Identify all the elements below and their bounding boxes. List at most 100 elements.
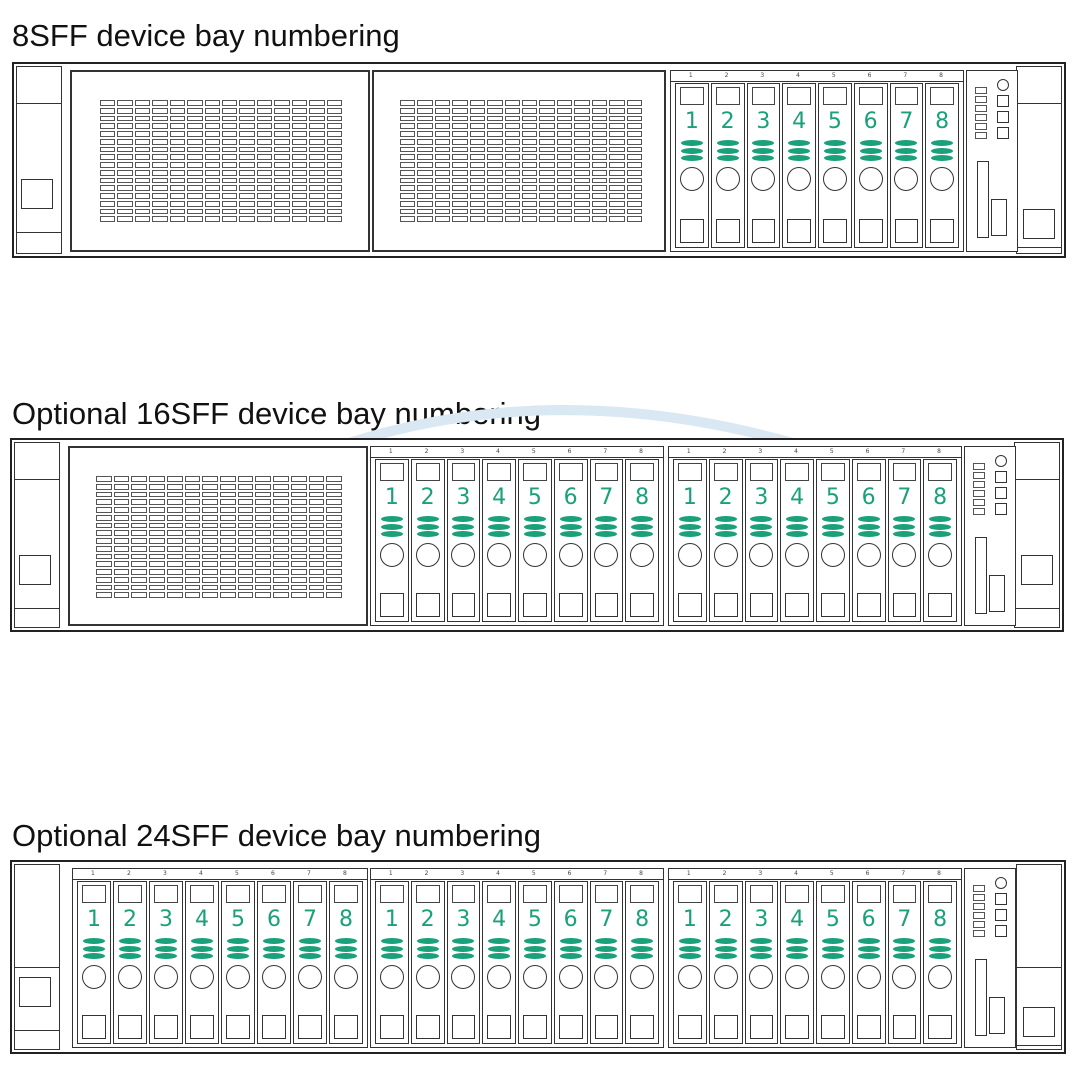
drive-bay-6[interactable]: 6: [553, 459, 588, 622]
release-button-icon[interactable]: [190, 965, 214, 989]
release-button-icon[interactable]: [785, 543, 810, 567]
drive-latch[interactable]: [118, 1015, 142, 1039]
release-button-icon[interactable]: [749, 543, 774, 567]
drive-latch[interactable]: [523, 1015, 547, 1039]
release-button-icon[interactable]: [594, 543, 619, 567]
drive-bay-7[interactable]: 7: [589, 881, 624, 1044]
drive-bay-6[interactable]: 6: [851, 459, 886, 622]
drive-latch[interactable]: [630, 1015, 654, 1039]
drive-latch[interactable]: [821, 593, 845, 617]
drive-latch[interactable]: [678, 1015, 702, 1039]
drive-bay-8[interactable]: 8: [329, 881, 363, 1044]
release-button-icon[interactable]: [892, 543, 917, 567]
drive-latch[interactable]: [821, 1015, 845, 1039]
drive-bay-1[interactable]: 1: [375, 459, 409, 622]
drive-latch[interactable]: [892, 1015, 917, 1039]
drive-bay-4[interactable]: 4: [482, 459, 516, 622]
drive-latch[interactable]: [415, 1015, 440, 1039]
drive-bay-5[interactable]: 5: [816, 881, 850, 1044]
release-button-icon[interactable]: [630, 543, 655, 567]
drive-bay-5[interactable]: 5: [518, 881, 552, 1044]
release-button-icon[interactable]: [856, 543, 881, 567]
drive-bay-7[interactable]: 7: [887, 459, 922, 622]
drive-bay-8[interactable]: 8: [625, 459, 659, 622]
release-button-icon[interactable]: [894, 167, 919, 191]
drive-latch[interactable]: [154, 1015, 178, 1039]
drive-bay-5[interactable]: 5: [221, 881, 255, 1044]
drive-latch[interactable]: [380, 593, 404, 617]
release-button-icon[interactable]: [785, 965, 810, 989]
drive-latch[interactable]: [751, 219, 776, 243]
drive-bay-2[interactable]: 2: [708, 459, 743, 622]
uid-button-icon[interactable]: [997, 95, 1009, 107]
drive-latch[interactable]: [523, 593, 547, 617]
drive-bay-7[interactable]: 7: [293, 881, 327, 1044]
drive-latch[interactable]: [558, 593, 583, 617]
release-button-icon[interactable]: [713, 965, 738, 989]
drive-latch[interactable]: [928, 593, 952, 617]
drive-latch[interactable]: [594, 593, 619, 617]
drive-bay-3[interactable]: 3: [446, 459, 481, 622]
drive-latch[interactable]: [451, 1015, 476, 1039]
drive-bay-1[interactable]: 1: [77, 881, 111, 1044]
drive-latch[interactable]: [334, 1015, 358, 1039]
drive-latch[interactable]: [785, 1015, 809, 1039]
release-button-icon[interactable]: [451, 543, 476, 567]
drive-bay-1[interactable]: 1: [375, 881, 409, 1044]
drive-latch[interactable]: [930, 219, 954, 243]
release-button-icon[interactable]: [715, 167, 740, 191]
release-button-icon[interactable]: [415, 965, 440, 989]
drive-bay-2[interactable]: 2: [410, 881, 445, 1044]
drive-latch[interactable]: [487, 1015, 511, 1039]
release-button-icon[interactable]: [679, 167, 704, 191]
drive-bay-3[interactable]: 3: [149, 881, 183, 1044]
release-button-icon[interactable]: [451, 965, 476, 989]
release-button-icon[interactable]: [749, 965, 774, 989]
drive-latch[interactable]: [749, 1015, 774, 1039]
usb-port-icon[interactable]: [991, 199, 1007, 236]
drive-latch[interactable]: [630, 593, 654, 617]
drive-bay-3[interactable]: 3: [446, 881, 481, 1044]
drive-latch[interactable]: [715, 219, 740, 243]
drive-latch[interactable]: [678, 593, 702, 617]
drive-bay-2[interactable]: 2: [410, 459, 445, 622]
release-button-icon[interactable]: [820, 965, 845, 989]
release-button-icon[interactable]: [858, 167, 883, 191]
drive-bay-4[interactable]: 4: [185, 881, 219, 1044]
drive-latch[interactable]: [787, 219, 811, 243]
drive-bay-6[interactable]: 6: [257, 881, 291, 1044]
release-button-icon[interactable]: [154, 965, 178, 989]
release-button-icon[interactable]: [226, 965, 250, 989]
release-button-icon[interactable]: [822, 167, 847, 191]
power-button-icon[interactable]: [995, 877, 1007, 889]
drive-bay-8[interactable]: 8: [625, 881, 659, 1044]
release-button-icon[interactable]: [334, 965, 358, 989]
drive-bay-6[interactable]: 6: [851, 881, 886, 1044]
release-button-icon[interactable]: [594, 965, 619, 989]
drive-latch[interactable]: [894, 219, 919, 243]
release-button-icon[interactable]: [487, 965, 512, 989]
drive-bay-6[interactable]: 6: [853, 83, 888, 248]
drive-latch[interactable]: [749, 593, 774, 617]
drive-bay-3[interactable]: 3: [744, 881, 779, 1044]
release-button-icon[interactable]: [558, 965, 583, 989]
drive-bay-1[interactable]: 1: [673, 881, 707, 1044]
drive-bay-2[interactable]: 2: [113, 881, 147, 1044]
release-button-icon[interactable]: [892, 965, 917, 989]
release-button-icon[interactable]: [118, 965, 142, 989]
drive-latch[interactable]: [558, 1015, 583, 1039]
drive-bay-4[interactable]: 4: [780, 459, 814, 622]
drive-bay-8[interactable]: 8: [923, 881, 957, 1044]
release-button-icon[interactable]: [630, 965, 655, 989]
uid-button-icon[interactable]: [995, 893, 1007, 905]
drive-bay-2[interactable]: 2: [710, 83, 745, 248]
release-button-icon[interactable]: [928, 965, 953, 989]
drive-latch[interactable]: [298, 1015, 322, 1039]
drive-latch[interactable]: [785, 593, 809, 617]
drive-latch[interactable]: [262, 1015, 286, 1039]
release-button-icon[interactable]: [522, 543, 547, 567]
drive-bay-3[interactable]: 3: [744, 459, 779, 622]
drive-bay-7[interactable]: 7: [887, 881, 922, 1044]
release-button-icon[interactable]: [677, 543, 702, 567]
drive-bay-7[interactable]: 7: [589, 459, 624, 622]
